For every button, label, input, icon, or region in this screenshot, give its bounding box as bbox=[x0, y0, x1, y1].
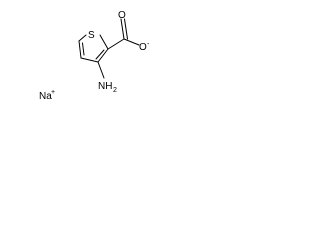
sodium-label: Na bbox=[39, 91, 52, 102]
bond-carboxyl-c-o-double bbox=[120, 18, 125, 40]
bond-carboxyl-c-o-minus bbox=[123, 38, 140, 46]
bond-c5-s1 bbox=[78, 34, 87, 42]
bond-c3-c4 bbox=[80, 57, 99, 63]
bond-s1-c2 bbox=[99, 34, 109, 50]
bond-c2-c3 bbox=[97, 48, 109, 63]
oxygen-anion-label: O bbox=[139, 42, 147, 53]
oxygen-double-label: O bbox=[118, 10, 126, 21]
double-bond-c2-c3-inner bbox=[95, 49, 105, 60]
bond-carboxyl-c-o-double-2 bbox=[124, 18, 128, 40]
sodium-charge: + bbox=[51, 89, 55, 96]
amine-label: NH bbox=[98, 81, 112, 92]
bond-c2-carboxyl-c bbox=[107, 38, 125, 50]
double-bond-c4-c5-inner bbox=[82, 42, 85, 56]
chemical-structure: S O O - NH 2 Na + bbox=[39, 10, 150, 102]
bond-c4-c5 bbox=[78, 40, 82, 59]
bond-c3-n bbox=[97, 61, 105, 79]
sulfur-label: S bbox=[88, 30, 95, 41]
oxygen-anion-charge: - bbox=[147, 41, 150, 48]
amine-subscript: 2 bbox=[113, 87, 117, 94]
